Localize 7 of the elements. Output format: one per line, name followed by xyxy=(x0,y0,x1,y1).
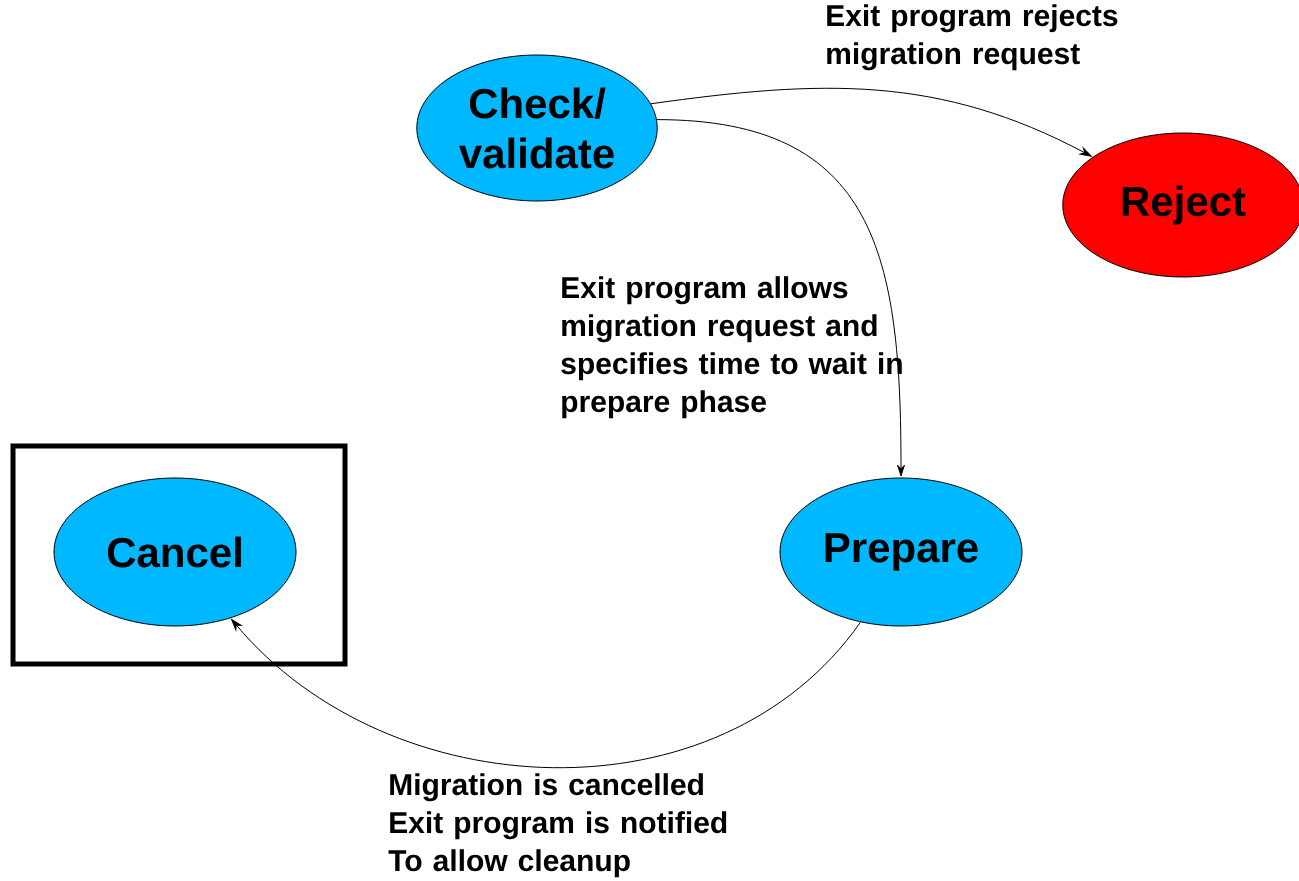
frame-box xyxy=(10,443,348,667)
edge-label: Exit program rejects migration request xyxy=(827,4,1118,71)
arrow xyxy=(231,619,861,769)
edge-label: Migration is cancelled Exit program is notified To allow cleanup xyxy=(388,773,727,878)
arrow xyxy=(656,119,905,477)
arrow xyxy=(650,87,1092,157)
edge-label: Exit program allows migration request and specifies time to wait in prepare phase xyxy=(561,276,902,419)
